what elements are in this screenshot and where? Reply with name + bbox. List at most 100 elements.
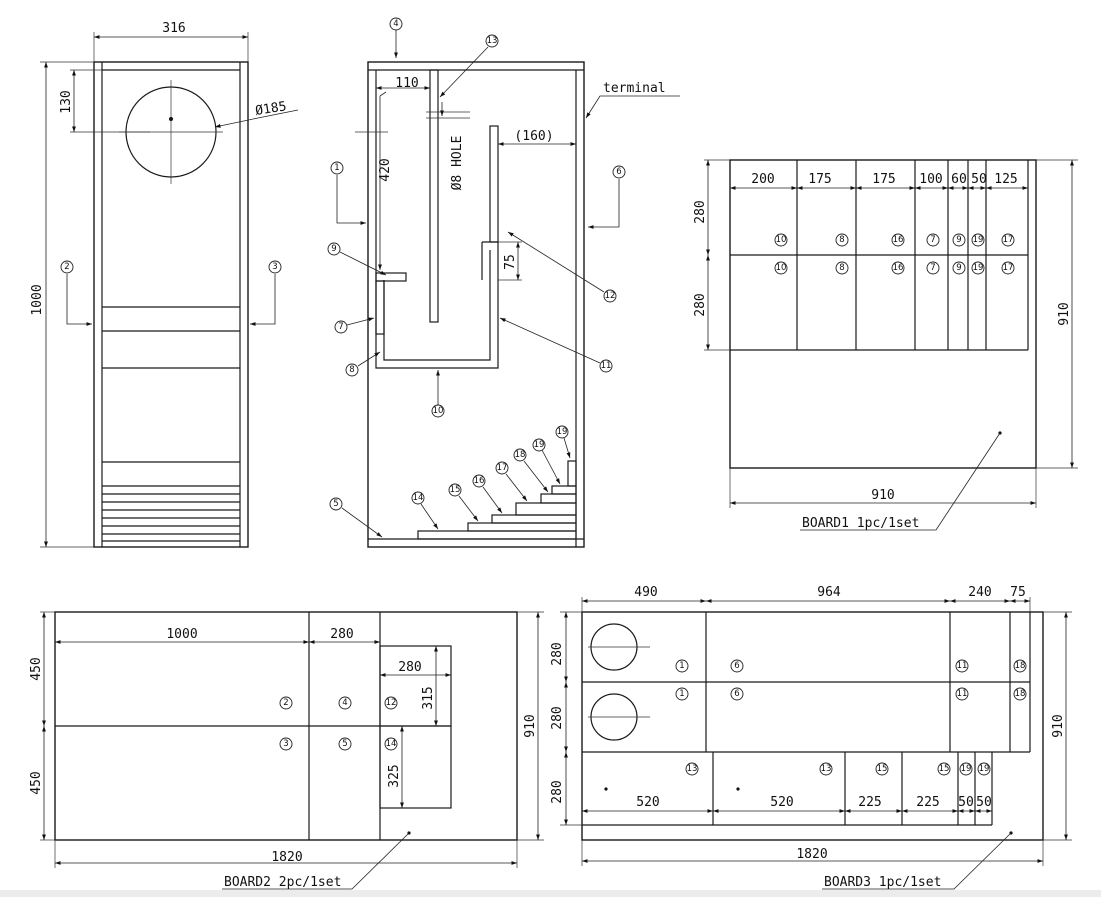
board3-label: BOARD3 1pc/1set (824, 875, 941, 890)
svg-text:11: 11 (601, 361, 612, 371)
dim-160: (160) (514, 129, 553, 144)
svg-text:19: 19 (973, 235, 984, 245)
svg-text:14: 14 (386, 739, 397, 749)
svg-text:17: 17 (1003, 263, 1014, 273)
page-footer-strip (0, 890, 1101, 897)
svg-text:8: 8 (839, 263, 844, 273)
svg-text:1820: 1820 (796, 847, 827, 862)
svg-text:14: 14 (413, 493, 424, 503)
svg-text:13: 13 (487, 36, 498, 46)
svg-text:18: 18 (1015, 689, 1026, 699)
svg-text:16: 16 (893, 235, 904, 245)
svg-text:450: 450 (29, 657, 44, 680)
svg-text:17: 17 (497, 463, 508, 473)
front-outline (93, 61, 249, 548)
svg-text:8: 8 (839, 235, 844, 245)
svg-text:315: 315 (421, 686, 436, 709)
svg-text:240: 240 (968, 585, 991, 600)
svg-text:9: 9 (956, 263, 961, 273)
svg-text:19: 19 (979, 764, 990, 774)
part-callout-3 (268, 260, 282, 274)
svg-text:1: 1 (679, 661, 684, 671)
svg-text:19: 19 (973, 263, 984, 273)
svg-text:75: 75 (1010, 585, 1026, 600)
svg-text:9: 9 (956, 235, 961, 245)
front-width-dim: 316 (162, 21, 185, 36)
svg-text:4: 4 (393, 19, 398, 29)
svg-text:280: 280 (693, 293, 708, 316)
svg-text:3: 3 (283, 739, 288, 749)
svg-text:910: 910 (1051, 714, 1066, 737)
svg-text:6: 6 (734, 661, 739, 671)
svg-text:10: 10 (776, 235, 787, 245)
svg-text:6: 6 (616, 167, 621, 177)
svg-text:19: 19 (961, 764, 972, 774)
svg-text:520: 520 (636, 795, 659, 810)
svg-text:18: 18 (515, 450, 526, 460)
svg-text:1: 1 (334, 163, 339, 173)
svg-text:13: 13 (687, 764, 698, 774)
front-offset-dim: 130 (59, 90, 74, 113)
svg-text:17: 17 (1003, 235, 1014, 245)
board1-sheet (729, 159, 1037, 469)
board2-label: BOARD2 2pc/1set (224, 875, 341, 890)
front-view: 316 1000 130 Ø185 2 3 (30, 21, 299, 548)
svg-text:15: 15 (939, 764, 950, 774)
svg-text:1: 1 (679, 689, 684, 699)
dim-420: 420 (378, 158, 393, 181)
svg-text:490: 490 (634, 585, 657, 600)
terminal-label: terminal (603, 81, 666, 96)
svg-text:12: 12 (605, 291, 616, 301)
svg-text:7: 7 (930, 235, 935, 245)
svg-text:9: 9 (331, 244, 336, 254)
side-outline (367, 61, 585, 548)
board1: 200 175 175 100 60 50 125 280 280 910 91… (693, 159, 1078, 531)
svg-text:6: 6 (734, 689, 739, 699)
board2: 1000 280 280 315 325 450 450 910 1820 BO… (29, 611, 544, 890)
svg-text:964: 964 (817, 585, 841, 600)
svg-text:225: 225 (916, 795, 939, 810)
svg-text:910: 910 (871, 488, 894, 503)
svg-text:50: 50 (976, 795, 992, 810)
svg-text:7: 7 (338, 322, 343, 332)
svg-text:280: 280 (550, 642, 565, 665)
svg-text:225: 225 (858, 795, 881, 810)
svg-text:100: 100 (919, 172, 942, 187)
svg-text:125: 125 (994, 172, 1017, 187)
callouts: 4 13 1 6 9 7 8 10 12 11 5 14 15 (327, 17, 626, 538)
dim-110: 110 (395, 76, 418, 91)
board3-sheet (581, 611, 1044, 841)
svg-text:910: 910 (1057, 302, 1072, 325)
svg-text:200: 200 (751, 172, 774, 187)
svg-text:325: 325 (387, 764, 402, 787)
svg-text:16: 16 (893, 263, 904, 273)
svg-text:280: 280 (693, 200, 708, 223)
svg-text:175: 175 (808, 172, 831, 187)
board1-label: BOARD1 1pc/1set (802, 516, 919, 531)
svg-text:10: 10 (433, 406, 444, 416)
svg-text:2: 2 (283, 698, 288, 708)
svg-text:1000: 1000 (166, 627, 197, 642)
svg-text:280: 280 (330, 627, 353, 642)
svg-text:1820: 1820 (271, 850, 302, 865)
svg-text:10: 10 (776, 263, 787, 273)
front-height-dim: 1000 (30, 284, 45, 315)
svg-text:16: 16 (474, 476, 485, 486)
svg-text:5: 5 (333, 499, 338, 509)
svg-text:280: 280 (550, 780, 565, 803)
svg-text:450: 450 (29, 771, 44, 794)
svg-text:50: 50 (958, 795, 974, 810)
svg-text:19: 19 (534, 440, 545, 450)
svg-text:280: 280 (398, 660, 421, 675)
svg-text:11: 11 (957, 661, 968, 671)
svg-text:50: 50 (971, 172, 987, 187)
svg-text:5: 5 (342, 739, 347, 749)
svg-text:4: 4 (342, 698, 347, 708)
side-view: 110 (160) 420 75 Ø8 HOLE terminal 4 13 1 (327, 17, 680, 548)
svg-text:12: 12 (386, 698, 397, 708)
svg-text:15: 15 (877, 764, 888, 774)
svg-text:910: 910 (523, 714, 538, 737)
svg-text:2: 2 (64, 262, 69, 272)
svg-text:3: 3 (272, 262, 277, 272)
